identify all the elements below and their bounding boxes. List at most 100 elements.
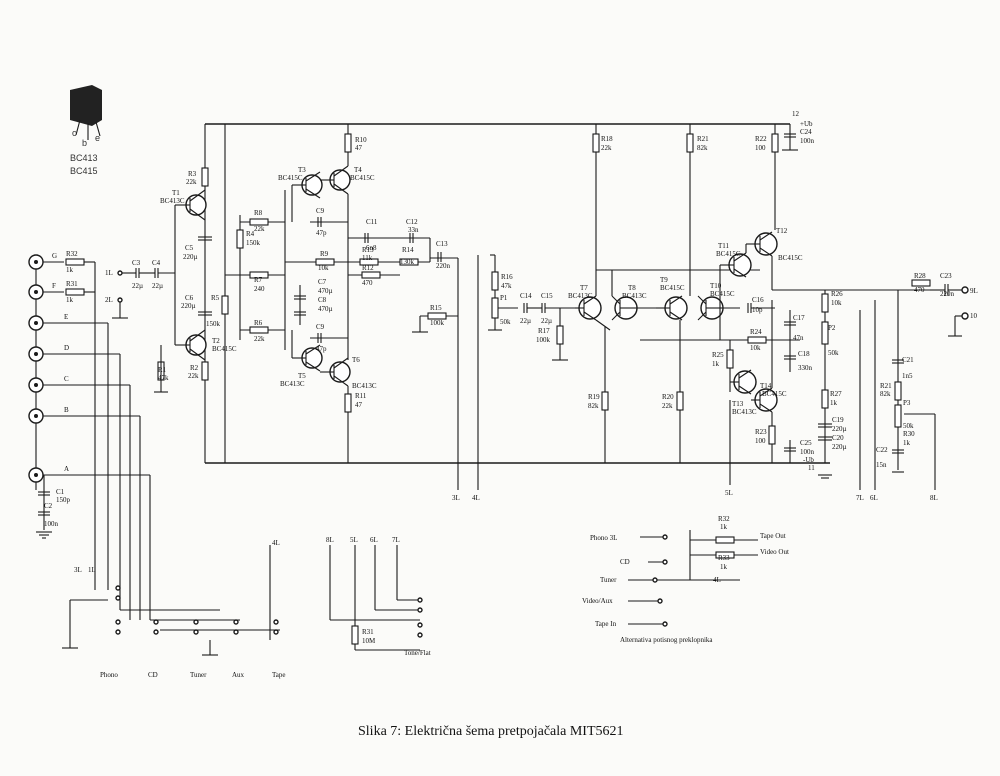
- svg-text:Tuner: Tuner: [600, 576, 617, 584]
- supply-rails: 12 +Ub 11 -Ub: [204, 110, 830, 472]
- svg-text:C6: C6: [185, 294, 194, 302]
- svg-text:8L: 8L: [326, 536, 334, 544]
- svg-text:T10: T10: [710, 282, 722, 290]
- svg-text:C22: C22: [876, 446, 888, 454]
- svg-text:T2: T2: [212, 337, 220, 345]
- svg-text:R23: R23: [755, 428, 767, 436]
- svg-text:C16: C16: [752, 296, 764, 304]
- package-type-2: BC415: [70, 166, 98, 176]
- svg-text:BC415C: BC415C: [778, 254, 803, 262]
- svg-text:7L: 7L: [392, 536, 400, 544]
- svg-text:Video Out: Video Out: [760, 548, 789, 556]
- svg-text:R17: R17: [538, 327, 550, 335]
- svg-text:3L: 3L: [452, 494, 460, 502]
- svg-text:C2: C2: [44, 502, 53, 510]
- svg-text:22k: 22k: [254, 335, 265, 343]
- svg-text:4L: 4L: [272, 539, 280, 547]
- svg-text:Tape: Tape: [272, 671, 286, 679]
- svg-text:470: 470: [362, 279, 373, 287]
- svg-text:R25: R25: [712, 351, 724, 359]
- svg-text:150k: 150k: [206, 320, 221, 328]
- svg-text:470µ: 470µ: [318, 287, 333, 295]
- svg-text:G: G: [52, 252, 57, 260]
- svg-text:22k: 22k: [186, 178, 197, 186]
- svg-text:R27: R27: [830, 390, 842, 398]
- svg-text:C25: C25: [800, 439, 812, 447]
- svg-text:R3: R3: [188, 170, 197, 178]
- svg-text:1L: 1L: [105, 269, 113, 277]
- svg-text:R6: R6: [254, 319, 263, 327]
- svg-text:82k: 82k: [588, 402, 599, 410]
- svg-text:1n5: 1n5: [902, 372, 913, 380]
- svg-text:P2: P2: [828, 324, 836, 332]
- svg-text:R30: R30: [903, 430, 915, 438]
- svg-text:D: D: [64, 344, 69, 352]
- svg-text:C9: C9: [316, 207, 325, 215]
- svg-text:R22: R22: [755, 135, 767, 143]
- svg-text:C18: C18: [798, 350, 810, 358]
- svg-text:47n: 47n: [793, 334, 804, 342]
- svg-text:100n: 100n: [800, 448, 815, 456]
- svg-text:R14: R14: [402, 246, 414, 254]
- svg-text:C: C: [64, 375, 69, 383]
- svg-text:C3: C3: [132, 259, 141, 267]
- svg-text:6n8: 6n8: [366, 244, 377, 252]
- svg-text:R1: R1: [158, 366, 167, 374]
- svg-text:47k: 47k: [501, 282, 512, 290]
- svg-text:220µ: 220µ: [181, 302, 196, 310]
- svg-text:330n: 330n: [798, 364, 813, 372]
- supply-minus: -Ub: [803, 456, 814, 464]
- svg-text:150k: 150k: [246, 239, 261, 247]
- svg-text:CD: CD: [620, 558, 630, 566]
- svg-text:Video/Aux: Video/Aux: [582, 597, 613, 605]
- svg-text:R18: R18: [601, 135, 613, 143]
- svg-text:C13: C13: [436, 240, 448, 248]
- svg-text:R24: R24: [750, 328, 762, 336]
- svg-text:1k: 1k: [903, 439, 911, 447]
- jack-c: C: [28, 375, 69, 393]
- pin-b: b: [82, 138, 87, 148]
- svg-text:10k: 10k: [318, 264, 329, 272]
- svg-text:P1: P1: [500, 294, 508, 302]
- svg-text:470: 470: [914, 286, 925, 294]
- svg-text:A: A: [64, 465, 69, 473]
- svg-text:6L: 6L: [370, 536, 378, 544]
- svg-text:R31: R31: [362, 628, 374, 636]
- svg-text:1k: 1k: [720, 563, 728, 571]
- svg-text:C5: C5: [185, 244, 194, 252]
- svg-text:100n: 100n: [800, 137, 815, 145]
- svg-text:T6: T6: [352, 356, 360, 364]
- input-jacks: G F E D C B A: [28, 252, 69, 490]
- svg-text:4L: 4L: [472, 494, 480, 502]
- svg-text:220µ: 220µ: [183, 253, 198, 261]
- svg-text:9L: 9L: [970, 287, 978, 295]
- svg-text:R9: R9: [320, 250, 329, 258]
- svg-text:BC415C: BC415C: [278, 174, 303, 182]
- svg-text:11k: 11k: [362, 254, 373, 262]
- svg-text:CD: CD: [148, 671, 158, 679]
- svg-text:5L: 5L: [350, 536, 358, 544]
- svg-text:C21: C21: [902, 356, 914, 364]
- svg-text:47: 47: [355, 144, 363, 152]
- svg-text:50k: 50k: [828, 349, 839, 357]
- svg-text:3L: 3L: [74, 566, 82, 574]
- svg-text:C12: C12: [406, 218, 418, 226]
- svg-text:C19: C19: [832, 416, 844, 424]
- svg-text:R33: R33: [718, 554, 730, 562]
- svg-text:T11: T11: [718, 242, 730, 250]
- figure-caption: Slika 7: Električna šema pretpojačala MI…: [358, 724, 624, 739]
- jack-a: A: [28, 465, 69, 483]
- svg-text:R28: R28: [914, 272, 926, 280]
- svg-text:Alternativa potisnog preklopni: Alternativa potisnog preklopnika: [620, 636, 713, 644]
- svg-text:1k: 1k: [66, 266, 74, 274]
- svg-text:BC413C: BC413C: [280, 380, 305, 388]
- svg-text:150p: 150p: [56, 496, 71, 504]
